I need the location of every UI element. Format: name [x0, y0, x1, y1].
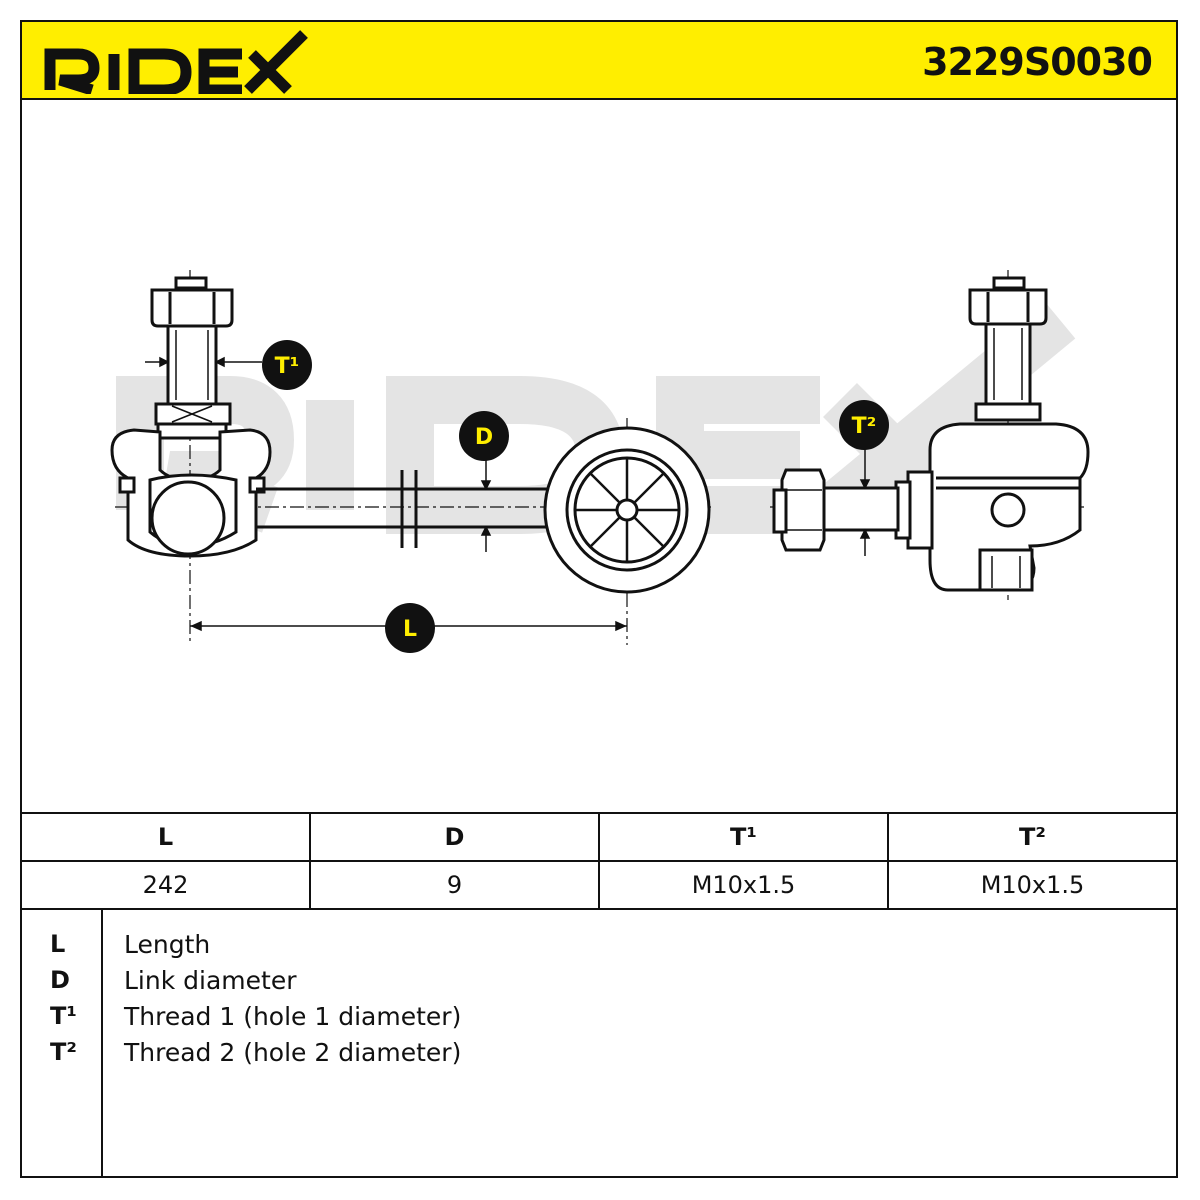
label-l: L: [385, 603, 435, 653]
spec-value-t2: M10x1.5: [887, 860, 1178, 910]
spec-value-l: 242: [20, 860, 311, 910]
legend-desc: Thread 2 (hole 2 diameter): [124, 1038, 462, 1067]
spec-header-row: L D T¹ T²: [20, 812, 1178, 862]
part-number: 3229S0030: [922, 40, 1153, 84]
svg-text:D: D: [475, 425, 493, 450]
left-ball-joint: [110, 276, 272, 558]
link-rod: [256, 470, 570, 548]
legend-item: D Link diameter: [22, 966, 1180, 1002]
spec-header-d: D: [309, 812, 600, 862]
svg-text:T²: T²: [852, 414, 877, 439]
legend-desc: Link diameter: [124, 966, 297, 995]
spec-value-t1: M10x1.5: [598, 860, 889, 910]
legend-item: T¹ Thread 1 (hole 1 diameter): [22, 1002, 1180, 1038]
legend-item: T² Thread 2 (hole 2 diameter): [22, 1038, 1180, 1074]
legend-key: T¹: [50, 1002, 77, 1030]
spec-value-row: 242 9 M10x1.5 M10x1.5: [20, 860, 1178, 910]
legend-key: D: [50, 966, 70, 994]
technical-drawing: T¹ D L T²: [110, 270, 1090, 653]
label-t2: T²: [839, 400, 889, 450]
spec-header-l: L: [20, 812, 311, 862]
spec-table: L D T¹ T² 242 9 M10x1.5 M10x1.5: [20, 812, 1178, 910]
right-ball-joint: [772, 276, 1090, 592]
legend-desc: Length: [124, 930, 211, 959]
spec-value-d: 9: [309, 860, 600, 910]
spec-header-t2: T²: [887, 812, 1178, 862]
label-d: D: [459, 411, 509, 461]
svg-text:T¹: T¹: [275, 354, 300, 379]
legend-divider: [101, 910, 103, 1178]
legend-item: L Length: [22, 930, 1180, 966]
spec-header-t1: T¹: [598, 812, 889, 862]
legend-key: L: [50, 930, 66, 958]
bushing-eye: [543, 426, 711, 594]
legend-desc: Thread 1 (hole 1 diameter): [124, 1002, 462, 1031]
header-bar: 3229S0030: [20, 20, 1178, 100]
legend: L Length D Link diameter T¹ Thread 1 (ho…: [20, 910, 1178, 1178]
label-t1: T¹: [262, 340, 312, 390]
legend-key: T²: [50, 1038, 77, 1066]
ridex-logo: [44, 30, 308, 94]
svg-text:L: L: [403, 617, 417, 642]
